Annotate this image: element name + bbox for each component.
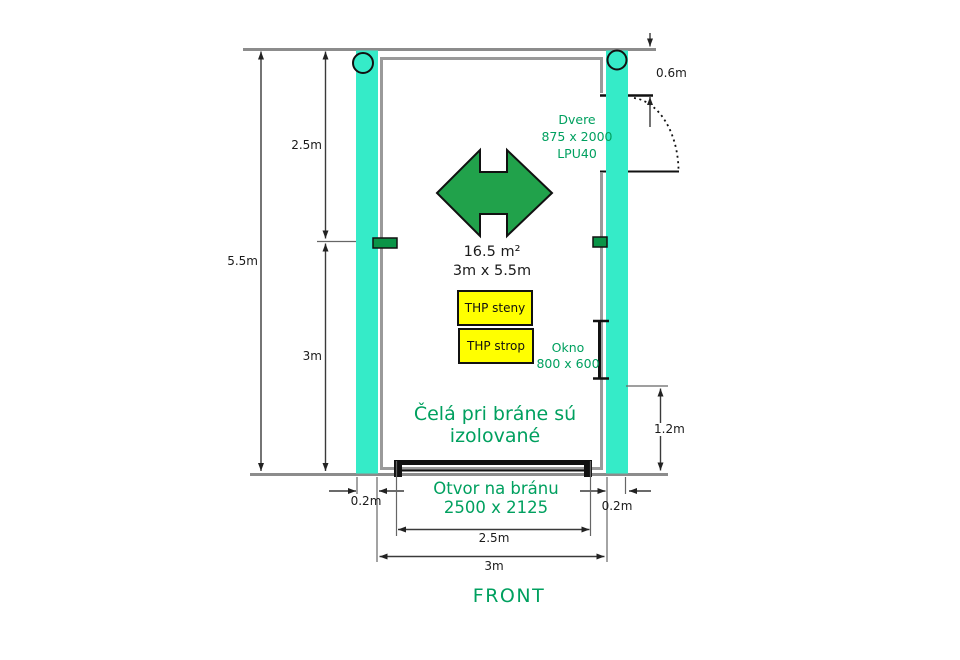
window-annotation: Okno 800 x 600 (508, 340, 628, 372)
insulation-note-line2: izolované (449, 425, 541, 447)
dim-label-top-offset: 0.6m (656, 66, 687, 80)
window-name: Okno (551, 340, 585, 355)
panel-box-walls: THP steny (457, 290, 533, 326)
dim-label-lower-height: 3m (302, 349, 322, 363)
window-size: 800 x 600 (536, 356, 600, 371)
left-wall-bracket (372, 237, 398, 249)
panel-box-ceiling: THP strop (458, 328, 534, 364)
right-wall-bracket (592, 236, 608, 248)
insulation-note-line1: Čelá pri bráne sú (413, 403, 577, 425)
door-size: 875 x 2000 (541, 129, 613, 144)
left-column-cap (352, 52, 374, 74)
dim-label-window-sill: 1.2m (653, 422, 686, 436)
door-annotation: Dvere 875 x 2000 LPU40 (517, 111, 637, 162)
door-swing-arc (633, 97, 680, 170)
door-model: LPU40 (557, 146, 597, 161)
left-column (356, 50, 378, 474)
gate-name: Otvor na bránu (433, 479, 559, 498)
right-column (606, 50, 628, 474)
front-title: FRONT (472, 585, 546, 607)
room-size-label: 3m x 5.5m (452, 263, 532, 279)
dim-label-upper-height: 2.5m (291, 138, 322, 152)
window-symbol (593, 319, 609, 380)
double-arrow-icon (435, 147, 554, 239)
dim-label-total-height: 5.5m (227, 254, 258, 268)
dim-label-total-width: 3m (484, 559, 504, 573)
room-area-label: 16.5 m² (463, 244, 521, 260)
gate-size: 2500 x 2125 (443, 498, 549, 517)
insulation-note: Čelá pri bráne sú izolované (385, 403, 605, 447)
dim-label-left-wall: 0.2m (350, 494, 382, 508)
gate-bar (394, 460, 592, 477)
right-column-cap (606, 49, 628, 71)
gate-annotation: Otvor na bránu 2500 x 2125 (386, 479, 606, 517)
dim-label-right-wall: 0.2m (601, 499, 633, 513)
dim-label-gate-width: 2.5m (478, 531, 510, 545)
room-outline (380, 57, 603, 470)
door-opening-gap (596, 93, 606, 173)
door-name: Dvere (558, 112, 596, 127)
